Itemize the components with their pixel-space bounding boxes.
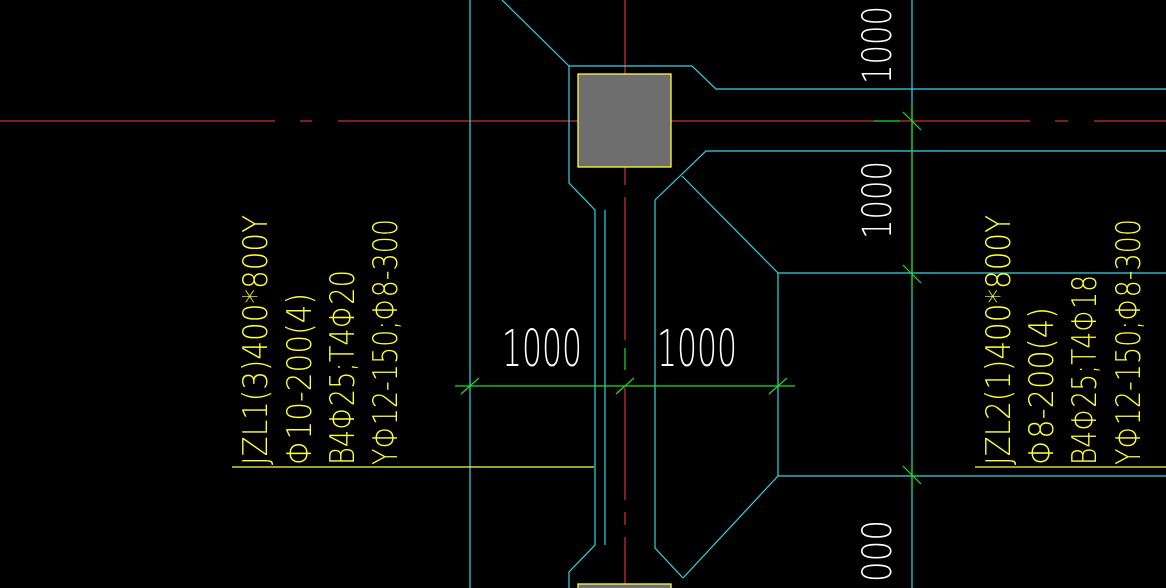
diagonal-line	[501, 0, 570, 67]
diagonal-line	[681, 175, 779, 274]
beam-mark-label: JZL2(1)400*800Y	[979, 215, 1019, 465]
dimension-label-horizontal-right: 1000	[657, 319, 737, 378]
dimension-label-vertical-middle: 1000	[855, 161, 901, 239]
dimension-label-horizontal-left: 1000	[502, 319, 582, 378]
beam-mark-label: JZL1(3)400*800Y	[236, 215, 276, 465]
dimension-tick	[768, 377, 788, 395]
main-rebar-label: B4Φ25;T4Φ18	[1065, 275, 1105, 465]
dimension-text: 1000 1000 1000 1000 000	[502, 6, 901, 582]
beam-outline-left	[568, 66, 596, 588]
side-rebar-label: YΦ12-150;Φ8-300	[366, 219, 406, 465]
dimension-label-vertical-lower: 000	[855, 520, 901, 582]
stirrup-spec-label: Φ10-200(4)	[280, 293, 320, 465]
column-block[interactable]	[577, 583, 672, 588]
dimension-tick	[460, 377, 480, 395]
column-block[interactable]	[577, 73, 672, 168]
main-rebar-label: B4Φ25;T4Φ20	[323, 270, 363, 465]
beam-annotation-right[interactable]: JZL2(1)400*800Y Φ8-200(4) B4Φ25;T4Φ18 YΦ…	[979, 215, 1149, 465]
dimension-tick	[615, 377, 635, 395]
beam-outline-mid	[654, 150, 1166, 201]
dimension-label-vertical-upper: 1000	[855, 6, 901, 84]
beam-annotation-left[interactable]: JZL1(3)400*800Y Φ10-200(4) B4Φ25;T4Φ20 Y…	[236, 215, 406, 465]
column-blocks	[577, 73, 672, 588]
stirrup-spec-label: Φ8-200(4)	[1022, 307, 1062, 465]
beam-outline-top	[569, 65, 1166, 90]
dimension-lines	[455, 105, 922, 490]
side-rebar-label: YΦ12-150;Φ8-300	[1109, 219, 1149, 465]
diagonal-line	[682, 475, 779, 579]
foundation-outline	[469, 0, 1166, 588]
dimension-tick	[902, 264, 922, 284]
beam-outline-right-lower	[654, 200, 684, 579]
dimension-tick	[902, 111, 922, 131]
